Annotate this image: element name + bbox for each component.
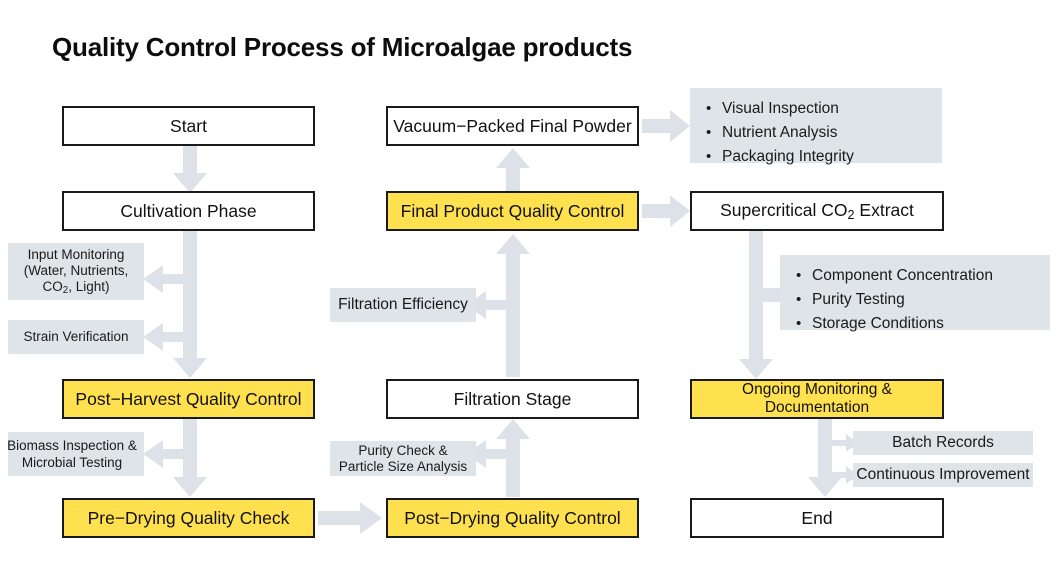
note-batch-records: Batch Records: [853, 431, 1033, 455]
arrow-vacuum-to-final-checks: [642, 110, 690, 142]
note-biomass-inspection: Biomass Inspection & Microbial Testing: [7, 432, 144, 476]
node-start[interactable]: Start: [62, 106, 315, 146]
node-supercritical-co2-extract[interactable]: Supercritical CO2 Extract: [690, 191, 944, 231]
note-input-monitoring-line3: CO2, Light): [42, 278, 110, 296]
node-ongoing-monitoring-line2: Documentation: [764, 399, 870, 416]
arrow-to-strain-verification: [143, 323, 191, 351]
note-continuous-improvement: Continuous Improvement: [853, 463, 1033, 487]
arrow-start-to-cultivation: [173, 145, 207, 193]
note-biomass-inspection-label: Biomass Inspection & Microbial Testing: [7, 437, 137, 470]
list-item-label: Nutrient Analysis: [722, 124, 838, 142]
list-item: • Visual Inspection: [706, 97, 928, 121]
list-item-label: Component Concentration: [812, 267, 993, 284]
node-ongoing-monitoring-documentation[interactable]: Ongoing Monitoring & Documentation: [690, 379, 944, 419]
arrow-ongoing-to-end: [808, 419, 842, 497]
note-purity-check-line2: Particle Size Analysis: [338, 458, 468, 474]
note-purity-check-line1: Purity Check &: [358, 442, 448, 458]
bullet-icon: •: [796, 267, 802, 284]
node-end[interactable]: End: [690, 498, 944, 538]
arrow-supercritical-to-ongoing: [739, 231, 773, 379]
note-input-monitoring-line1: Input Monitoring: [27, 246, 125, 262]
list-item: • Storage Conditions: [796, 312, 1036, 336]
list-item: • Packaging Integrity: [706, 145, 928, 169]
note-filtration-efficiency: Filtration Efficiency: [330, 288, 476, 322]
note-final-checks-list: • Visual Inspection • Nutrient Analysis …: [690, 88, 942, 165]
node-filtration-stage[interactable]: Filtration Stage: [386, 379, 639, 419]
node-vacuum-packed-final-powder[interactable]: Vacuum−Packed Final Powder: [386, 106, 639, 146]
bullet-icon: •: [706, 124, 712, 142]
node-ongoing-monitoring-line1: Ongoing Monitoring &: [742, 380, 892, 398]
note-extract-checks-list: • Component Concentration • Purity Testi…: [780, 255, 1050, 332]
note-input-monitoring: Input Monitoring (Water, Nutrients, CO2,…: [8, 243, 144, 300]
node-post-drying-quality-control[interactable]: Post−Drying Quality Control: [386, 498, 639, 538]
arrow-to-purity-check-note: [466, 440, 514, 468]
page-title: Quality Control Process of Microalgae pr…: [52, 32, 633, 62]
arrow-pre-to-post-drying: [318, 502, 382, 534]
node-supercritical-co2-extract-label: Supercritical CO2 Extract: [720, 199, 914, 222]
arrow-to-input-monitoring: [143, 265, 191, 293]
bullet-icon: •: [706, 148, 712, 166]
list-item-label: Visual Inspection: [722, 100, 839, 117]
list-item-label: Purity Testing: [812, 291, 905, 309]
arrow-to-biomass-note: [143, 440, 191, 468]
arrow-to-continuous-improvement: [824, 466, 858, 484]
node-cultivation-phase[interactable]: Cultivation Phase: [62, 191, 315, 231]
list-item-label: Storage Conditions: [812, 315, 944, 333]
note-input-monitoring-line2: (Water, Nutrients,: [23, 262, 129, 278]
arrow-to-batch-records: [824, 434, 858, 452]
bullet-icon: •: [706, 100, 712, 117]
arrow-cultivation-to-post-harvest: [173, 230, 207, 378]
note-strain-verification: Strain Verification: [8, 320, 144, 354]
node-post-harvest-quality-control[interactable]: Post−Harvest Quality Control: [62, 379, 315, 419]
bullet-icon: •: [796, 315, 802, 333]
node-final-product-quality-control[interactable]: Final Product Quality Control: [386, 191, 639, 231]
note-purity-check: Purity Check & Particle Size Analysis: [330, 441, 476, 476]
bullet-icon: •: [796, 291, 802, 309]
list-item: • Purity Testing: [796, 288, 1036, 312]
list-item-label: Packaging Integrity: [722, 148, 854, 166]
list-item: • Component Concentration: [796, 264, 1036, 288]
arrow-final-qc-to-vacuum-packed: [496, 148, 530, 192]
arrow-final-qc-to-supercritical: [642, 195, 690, 227]
list-item: • Nutrient Analysis: [706, 121, 928, 145]
node-pre-drying-quality-check[interactable]: Pre−Drying Quality Check: [62, 498, 315, 538]
arrow-to-filtration-efficiency-note: [466, 291, 514, 319]
